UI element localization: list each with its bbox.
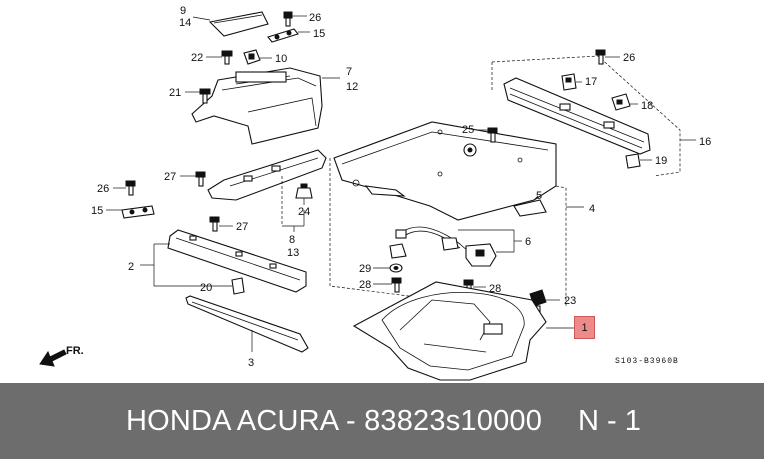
retainer-clip-icon xyxy=(243,49,261,65)
callout-16: 16 xyxy=(699,136,711,148)
callout-25: 25 xyxy=(462,124,474,136)
part-rear-trim xyxy=(503,77,651,155)
bolt-icon xyxy=(283,11,293,27)
callout-26-top: 26 xyxy=(309,12,321,24)
bolt-icon xyxy=(195,171,206,187)
callout-18: 18 xyxy=(641,100,653,112)
callout-19: 19 xyxy=(655,155,667,167)
callout-5: 5 xyxy=(536,190,542,202)
part-upper-trim-panel xyxy=(191,67,323,145)
highlighted-callout-1[interactable]: 1 xyxy=(574,316,595,339)
end-clip-icon xyxy=(625,153,641,169)
callout-7: 7 xyxy=(346,66,352,78)
callout-24: 24 xyxy=(298,206,310,218)
part-sill-garnish xyxy=(185,295,309,353)
bolt-icon xyxy=(125,180,136,196)
callout-23: 23 xyxy=(564,295,576,307)
callout-27-left: 27 xyxy=(164,171,176,183)
callout-15-left: 15 xyxy=(91,205,103,217)
callout-28-left: 28 xyxy=(359,279,371,291)
bolt-icon xyxy=(209,216,220,232)
callout-8: 8 xyxy=(289,234,295,246)
callout-14: 14 xyxy=(179,17,191,29)
screw-icon xyxy=(391,277,402,293)
part-cover-plate xyxy=(208,11,269,37)
callout-29: 29 xyxy=(359,263,371,275)
callout-15-top: 15 xyxy=(313,28,325,40)
callout-26-right: 26 xyxy=(623,52,635,64)
part-side-rail xyxy=(167,229,307,293)
part-middle-trim-rail xyxy=(207,149,327,201)
clip-icon xyxy=(121,205,155,219)
fastener-clip-icon xyxy=(295,183,313,199)
exploded-view-drawing: 9 14 26 15 22 10 7 12 21 xyxy=(39,5,711,381)
callout-4: 4 xyxy=(589,203,595,215)
bolt-icon xyxy=(487,127,498,143)
callout-6: 6 xyxy=(525,236,531,248)
rail-clip-icon xyxy=(231,277,245,295)
callout-17: 17 xyxy=(585,76,597,88)
clip-icon xyxy=(267,28,299,43)
washer-icon xyxy=(389,263,403,273)
callout-27-mid: 27 xyxy=(236,221,248,233)
front-arrow-icon xyxy=(39,349,67,367)
hook-clip-icon xyxy=(561,73,577,91)
callout-10: 10 xyxy=(275,53,287,65)
diagram-code: S103-B3960B xyxy=(615,357,679,366)
callout-12: 12 xyxy=(346,81,358,93)
push-clip-icon xyxy=(199,88,211,104)
callout-9: 9 xyxy=(180,5,186,17)
callout-20: 20 xyxy=(200,282,212,294)
part-number-label: HONDA ACURA - 83823s10000 xyxy=(126,404,543,437)
front-marker-label: FR. xyxy=(66,345,84,357)
bracket-icon xyxy=(611,93,631,111)
callout-13: 13 xyxy=(287,247,299,259)
callout-3: 3 xyxy=(248,357,254,369)
part-pad xyxy=(513,199,547,217)
parts-diagram: 9 14 26 15 22 10 7 12 21 xyxy=(39,5,711,381)
part-spare-tire-well xyxy=(352,281,547,381)
callout-22: 22 xyxy=(191,52,203,64)
callout-26-left: 26 xyxy=(97,183,109,195)
callout-21: 21 xyxy=(169,87,181,99)
part-cable-assembly xyxy=(389,226,497,267)
bolt-icon xyxy=(595,49,606,65)
screw-icon xyxy=(221,50,233,65)
quantity-label: N - 1 xyxy=(578,405,641,437)
footer-bar: HONDA ACURA - 83823s10000 N - 1 xyxy=(0,383,764,459)
callout-2: 2 xyxy=(128,261,134,273)
